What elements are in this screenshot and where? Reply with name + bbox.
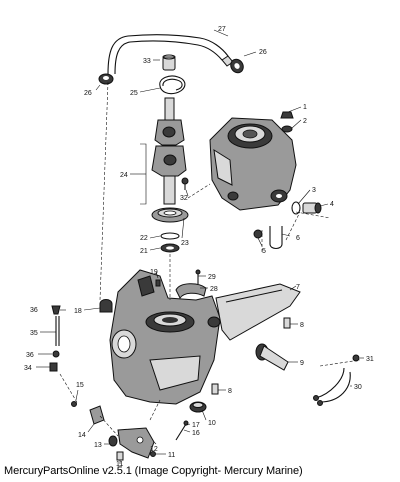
callout-36-bottom: 36 bbox=[26, 352, 34, 359]
pin-right bbox=[283, 317, 291, 329]
dowel-pin-top bbox=[155, 279, 161, 287]
callout-31: 31 bbox=[366, 356, 374, 363]
screw-small bbox=[71, 401, 77, 407]
leader-lines bbox=[36, 29, 364, 464]
callout-2: 2 bbox=[303, 118, 307, 125]
callout-6: 6 bbox=[296, 235, 300, 242]
callout-24: 24 bbox=[120, 172, 128, 179]
callout-10: 10 bbox=[208, 420, 216, 427]
callout-26-top: 26 bbox=[259, 49, 267, 56]
fitting-upper bbox=[51, 305, 61, 315]
gimbal-bolt bbox=[255, 343, 289, 371]
callout-22: 22 bbox=[140, 235, 148, 242]
callout-7: 7 bbox=[296, 284, 300, 291]
callout-26-left: 26 bbox=[84, 90, 92, 97]
callout-12: 12 bbox=[150, 446, 158, 453]
callout-5: 5 bbox=[262, 248, 266, 255]
grommet-top bbox=[230, 58, 244, 74]
grommet-left bbox=[98, 73, 114, 85]
callout-21: 21 bbox=[140, 248, 148, 255]
shift-pin bbox=[175, 420, 189, 441]
image-caption: MercuryPartsOnline v2.5.1 (Image Copyrig… bbox=[4, 465, 303, 477]
nut bbox=[253, 229, 263, 239]
nut-small bbox=[150, 451, 156, 457]
ground-wire bbox=[313, 367, 351, 406]
callout-8-bottom: 8 bbox=[228, 388, 232, 395]
callout-4: 4 bbox=[330, 201, 334, 208]
u-bolt bbox=[269, 226, 283, 250]
grease-fitting bbox=[181, 177, 189, 190]
callout-17: 17 bbox=[192, 422, 200, 429]
hose-tube bbox=[55, 316, 60, 346]
callout-3: 3 bbox=[312, 187, 316, 194]
callout-labels: 27 26 33 26 25 1 2 24 32 3 4 22 23 5 6 2… bbox=[24, 26, 374, 468]
shift-bracket bbox=[89, 405, 105, 425]
callout-25: 25 bbox=[130, 90, 138, 97]
snap-ring bbox=[159, 75, 186, 95]
seal bbox=[160, 243, 180, 253]
callout-14: 14 bbox=[78, 432, 86, 439]
callout-33: 33 bbox=[143, 58, 151, 65]
washer bbox=[281, 125, 293, 133]
pin-bottom bbox=[211, 383, 219, 395]
callout-27: 27 bbox=[218, 26, 226, 33]
exhaust-tube bbox=[215, 283, 301, 341]
gimbal-bearing bbox=[151, 207, 189, 223]
callout-9: 9 bbox=[300, 360, 304, 367]
callout-32: 32 bbox=[180, 195, 188, 202]
hose-clamp bbox=[99, 299, 113, 313]
callout-8-right: 8 bbox=[300, 322, 304, 329]
callout-28: 28 bbox=[210, 286, 218, 293]
callout-13: 13 bbox=[94, 442, 102, 449]
u-joint-shaft bbox=[151, 97, 187, 205]
callout-11-left: 11 bbox=[116, 461, 123, 468]
callout-23: 23 bbox=[181, 240, 189, 247]
bushing bbox=[162, 54, 176, 71]
callout-29: 29 bbox=[208, 274, 216, 281]
gimbal-housing bbox=[209, 117, 297, 211]
callout-35: 35 bbox=[30, 330, 38, 337]
bell-housing bbox=[109, 269, 221, 405]
callout-15: 15 bbox=[76, 382, 84, 389]
shift-lever bbox=[117, 427, 155, 459]
callout-34: 34 bbox=[24, 365, 32, 372]
washer-side bbox=[291, 201, 301, 215]
fitting-lower bbox=[52, 350, 60, 358]
plug bbox=[49, 362, 58, 372]
pin-bottom-left bbox=[116, 451, 124, 461]
screw bbox=[280, 111, 294, 119]
anode-grommet bbox=[189, 401, 207, 413]
assembly-lines bbox=[59, 81, 361, 437]
o-ring bbox=[160, 232, 180, 240]
pivot-pin bbox=[302, 202, 322, 214]
bushing-small bbox=[108, 435, 118, 447]
wire-clip bbox=[352, 354, 360, 362]
callout-1: 1 bbox=[303, 104, 307, 111]
water-tube bbox=[107, 34, 234, 75]
callout-16: 16 bbox=[192, 430, 200, 437]
trim-bracket bbox=[175, 283, 207, 299]
callout-18: 18 bbox=[74, 308, 82, 315]
callout-30: 30 bbox=[354, 384, 362, 391]
stud bbox=[195, 269, 201, 284]
callout-36-top: 36 bbox=[30, 307, 38, 314]
callout-19: 19 bbox=[150, 269, 158, 276]
callout-11-right: 11 bbox=[168, 452, 175, 459]
